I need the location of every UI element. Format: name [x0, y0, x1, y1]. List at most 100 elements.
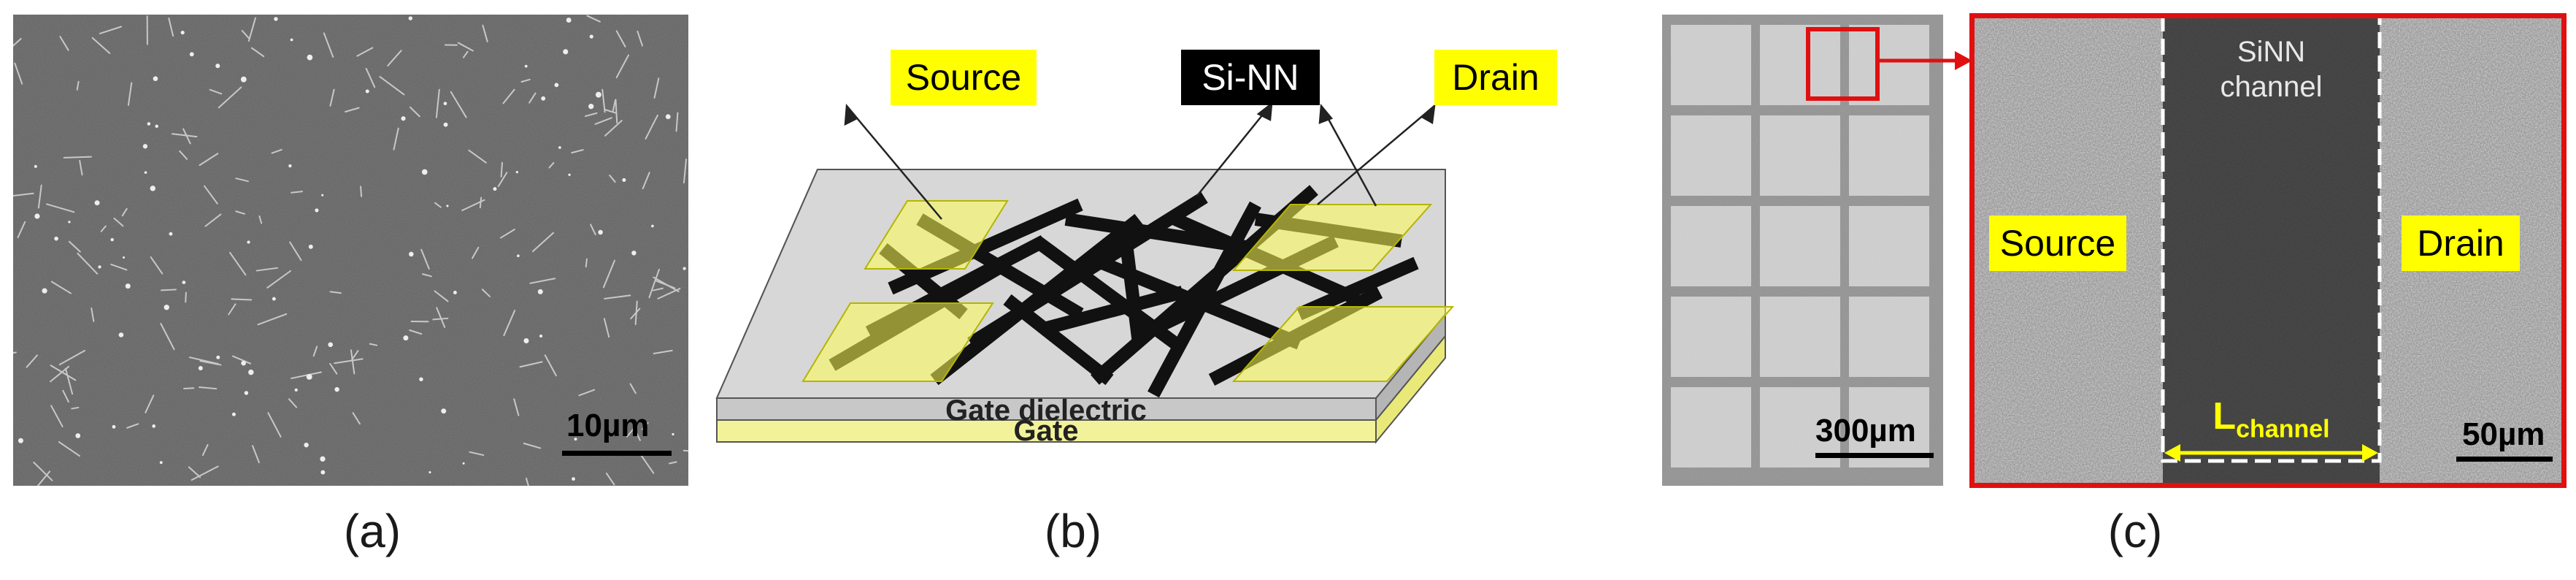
nanowire-fiber — [502, 88, 515, 104]
particle-dot — [98, 265, 101, 269]
particle-dot — [153, 76, 158, 81]
particle-dot — [493, 187, 497, 191]
particle-dot — [523, 338, 529, 344]
nanowire-fiber — [247, 17, 256, 42]
nanowire-fiber — [161, 289, 177, 291]
nanowire-fiber — [615, 30, 626, 47]
particle-dot — [240, 76, 247, 83]
nanowire-fiber — [323, 32, 334, 58]
particle-dot — [421, 169, 428, 175]
particle-dot — [142, 144, 148, 149]
nanowire-fiber — [59, 36, 69, 51]
device-schematic: Gate dielectric Gate — [715, 102, 1455, 447]
nanowire-fiber — [578, 389, 596, 397]
scale-bar-a-label: 10µm — [566, 408, 650, 443]
nanowire-fiber — [584, 112, 598, 118]
nanowire-fiber — [653, 77, 660, 99]
nanowire-fiber — [179, 150, 188, 160]
nanowire-fiber — [76, 80, 80, 91]
nanowire-fiber — [457, 42, 474, 52]
nanowire-fiber — [602, 259, 615, 289]
particle-dot — [189, 52, 194, 57]
particle-dot — [315, 208, 319, 213]
particle-dot — [169, 232, 173, 236]
nanowire-fiber — [199, 153, 219, 167]
nanowire-fiber — [435, 88, 440, 118]
particle-dot — [328, 342, 334, 348]
nanowire-fiber — [201, 443, 209, 457]
particle-dot — [94, 200, 100, 206]
nanowire-fiber — [548, 161, 555, 169]
nanowire-fiber — [334, 358, 364, 365]
nanowire-fiber — [653, 276, 680, 292]
nanowire-fiber — [612, 99, 616, 112]
nanowire-fiber — [229, 251, 247, 276]
nanowire-fiber — [422, 273, 432, 278]
nanowire-fiber — [113, 217, 124, 227]
nanowire-fiber — [209, 88, 223, 95]
drain-pad-back — [1231, 204, 1433, 271]
nanowire-fiber — [46, 203, 75, 213]
nanowire-fiber — [432, 317, 449, 321]
nanowire-fiber — [350, 349, 355, 375]
nanowire-fiber — [50, 281, 72, 294]
particle-dot — [462, 462, 465, 465]
nanowire-fiber — [609, 175, 616, 183]
particle-dot — [403, 335, 409, 341]
nanowire-fiber — [604, 108, 618, 114]
nanowire-fiber — [500, 229, 515, 239]
particle-dot — [408, 16, 413, 20]
nanowire-fiber — [571, 149, 584, 154]
particle-dot — [152, 424, 155, 428]
nanowire-fiber — [228, 303, 237, 316]
particle-dot — [34, 164, 37, 168]
nanowire-fiber — [652, 287, 664, 291]
scale-bar-c1-line — [1815, 453, 1934, 458]
nanowire-fiber — [250, 47, 265, 58]
nanowire-fiber — [369, 343, 378, 346]
nanowire-fiber — [450, 91, 467, 118]
nanowire-fiber — [642, 172, 650, 190]
channel-label: SiNN channel — [2163, 34, 2380, 104]
nanowire — [1147, 201, 1261, 398]
nanowire-fiber — [604, 120, 623, 137]
nanowire-fiber — [520, 78, 531, 83]
electrode-pads — [801, 200, 1455, 382]
nanowire-fiber — [13, 192, 34, 196]
drain-label-b: Drain — [1434, 50, 1557, 105]
particle-dot — [123, 256, 126, 259]
nanowire-fiber — [160, 323, 175, 351]
caption-a: (a) — [343, 505, 401, 557]
nanowire-fiber — [91, 37, 111, 54]
nanowire-fiber — [603, 318, 610, 338]
nanowire-fiber — [58, 350, 86, 366]
nanowire-fiber — [329, 291, 342, 294]
nanowire-fiber — [604, 294, 631, 299]
nanowire-fiber — [500, 161, 503, 178]
nanowire-fiber — [288, 398, 298, 408]
nanowire-fiber — [204, 213, 222, 227]
particle-dot — [118, 332, 124, 337]
nanowire-fiber — [231, 355, 252, 365]
electrode-array-svg — [1662, 15, 1943, 486]
particle-dot — [537, 289, 543, 294]
particle-dot — [147, 122, 151, 126]
particle-dot — [446, 205, 449, 207]
nanowire-fiber — [235, 178, 249, 183]
nanowire-fiber — [409, 329, 423, 335]
particle-dot — [272, 297, 276, 301]
nanowire-fiber — [312, 346, 318, 357]
nanowire-fiber — [479, 196, 482, 209]
nanowire-fiber — [71, 406, 80, 410]
nanowire-fiber — [17, 221, 26, 239]
particle-dot — [589, 34, 593, 39]
nanowire-fiber — [626, 426, 636, 438]
nanowire-fiber — [525, 477, 529, 486]
nanowire — [1296, 256, 1419, 321]
nanowire-fiber — [291, 191, 304, 194]
particle-dot — [231, 412, 236, 416]
nanowire-fiber — [605, 472, 615, 486]
nanowire-fiber — [629, 383, 637, 394]
nanowire-fiber — [531, 232, 555, 253]
particle-dot — [307, 54, 313, 61]
